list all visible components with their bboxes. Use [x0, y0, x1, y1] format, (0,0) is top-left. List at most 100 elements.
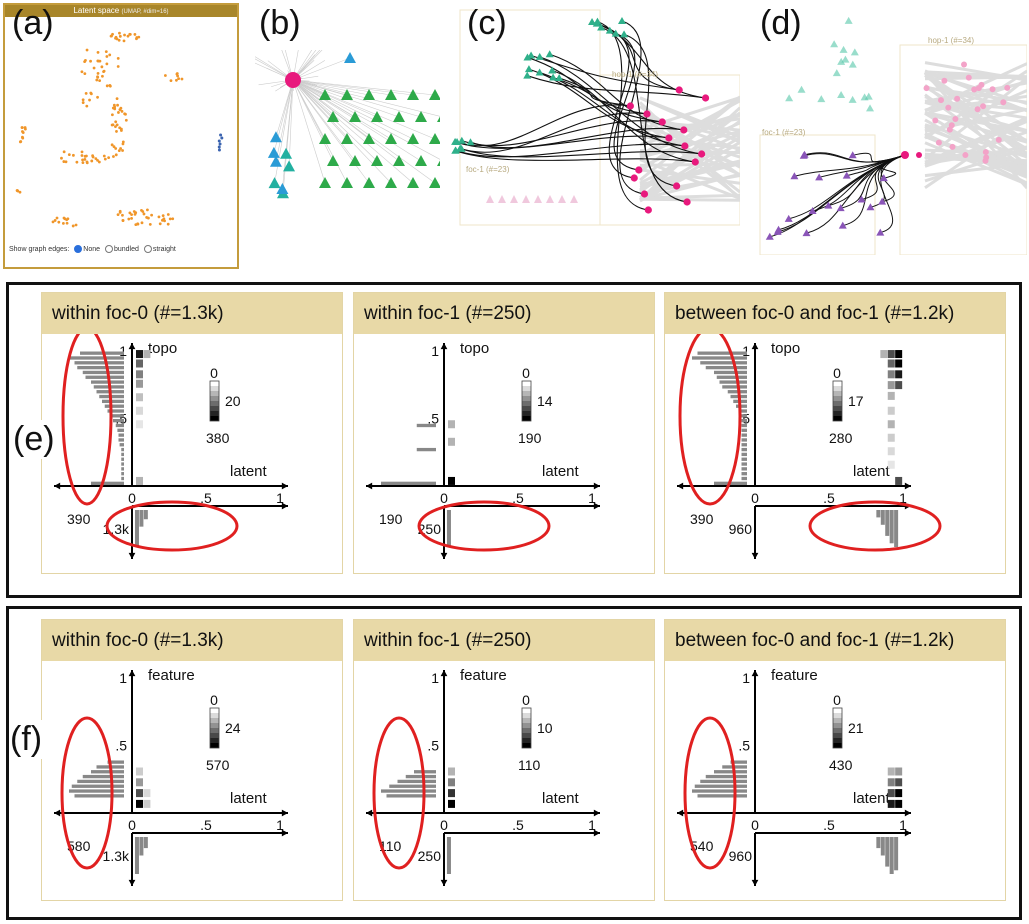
- heatmap-cell: [136, 476, 143, 485]
- legend-mid: 20: [225, 393, 241, 409]
- umap-point: [85, 104, 89, 108]
- bottom-hist-bar: [143, 837, 148, 849]
- edge: [292, 50, 323, 81]
- left-hist-bar: [405, 774, 436, 779]
- legend-mid: 14: [537, 393, 553, 409]
- umap-point: [135, 36, 139, 39]
- grey-edge: [924, 111, 1027, 133]
- legend-min: 0: [522, 365, 530, 381]
- x-axis-2-head: [281, 829, 288, 837]
- pink-node: [673, 182, 681, 190]
- umap-point: [61, 221, 65, 225]
- left-hist-bar: [91, 481, 124, 485]
- grey-edge: [639, 197, 740, 202]
- bundled-edge: [454, 135, 669, 149]
- left-count-label: 390: [690, 511, 714, 527]
- node-triangle: [617, 16, 626, 24]
- node-triangle: [363, 177, 375, 188]
- edge: [292, 79, 414, 184]
- umap-scatter[interactable]: [5, 17, 237, 237]
- legend-min: 0: [522, 692, 530, 708]
- heatmap-cell: [136, 350, 143, 359]
- left-hist-bar: [69, 789, 124, 793]
- legend-frame: [209, 380, 220, 422]
- umap-point: [118, 34, 122, 38]
- umap-point: [80, 150, 84, 154]
- edges-none-radio[interactable]: [74, 245, 83, 253]
- bundled-edge: [527, 75, 706, 99]
- umap-point: [66, 217, 70, 221]
- x-axis-label: latent: [542, 790, 580, 807]
- x-axis-head: [281, 482, 288, 490]
- faded-node: [850, 48, 859, 56]
- edges-bundled-radio[interactable]: [104, 245, 113, 253]
- umap-point: [118, 31, 121, 35]
- grey-edge: [924, 155, 1027, 166]
- node-triangle: [407, 177, 419, 188]
- faded-pink-node: [954, 95, 961, 102]
- left-count-axis-head: [677, 809, 684, 817]
- y-tick-label: .5: [427, 738, 439, 754]
- edge: [292, 79, 334, 162]
- node-triangle: [523, 71, 532, 79]
- latent-space-subtitle: (UMAP, #dim=16): [121, 9, 169, 15]
- left-hist-bar: [730, 760, 747, 764]
- bottom-hist-bar: [139, 510, 144, 527]
- x-axis-head: [593, 482, 600, 490]
- x-tick-label: 1: [899, 490, 907, 506]
- pink-node: [640, 190, 649, 198]
- left-count-axis-head: [366, 809, 373, 817]
- umap-point: [175, 78, 178, 82]
- bundled-view-c[interactable]: [450, 5, 740, 230]
- node-triangle: [857, 195, 866, 203]
- umap-point: [53, 219, 57, 222]
- edge: [292, 79, 392, 96]
- left-hist-bar: [741, 433, 747, 437]
- heatmap-cell: [895, 799, 903, 808]
- faded-pink-node: [932, 117, 939, 124]
- edges-none-label[interactable]: None: [83, 245, 101, 253]
- edges-straight-label[interactable]: straight: [152, 245, 176, 253]
- left-hist-bar: [80, 351, 124, 355]
- umap-point: [74, 223, 78, 227]
- node-triangle: [407, 89, 419, 100]
- node-triangle: [824, 201, 833, 209]
- x-axis-head: [904, 482, 911, 490]
- heatmap-cell: [887, 778, 895, 787]
- faded-node: [844, 16, 853, 24]
- faded-pink-node: [945, 104, 952, 111]
- grey-edge: [923, 71, 1027, 190]
- edges-straight-radio[interactable]: [143, 245, 152, 253]
- umap-point: [145, 216, 149, 219]
- bottom-count-label: 960: [729, 521, 753, 537]
- left-hist-bar: [121, 476, 124, 481]
- bundled-view-d[interactable]: [745, 0, 1027, 255]
- node-triangle: [415, 155, 427, 166]
- legend-swatch: [210, 733, 219, 738]
- bottom-count-axis-head: [440, 879, 448, 886]
- heatmap-cell: [895, 778, 903, 787]
- node-link-view-b[interactable]: [255, 50, 440, 210]
- node-triangle: [283, 160, 296, 172]
- left-hist-bar: [700, 361, 747, 365]
- umap-point: [62, 216, 66, 220]
- faded-node: [498, 195, 506, 203]
- umap-point: [171, 217, 175, 221]
- pink-node: [683, 198, 691, 206]
- edges-bundled-label[interactable]: bundled: [113, 245, 139, 253]
- left-hist-bar: [722, 385, 747, 389]
- x-tick-label: 1: [588, 490, 596, 506]
- heatmap-cell: [887, 789, 895, 798]
- node-triangle: [588, 17, 597, 25]
- heatmap-cell: [143, 350, 151, 359]
- pink-node: [698, 150, 706, 158]
- x-tick-label: .5: [200, 490, 212, 506]
- umap-point: [21, 131, 25, 134]
- umap-point: [161, 214, 165, 217]
